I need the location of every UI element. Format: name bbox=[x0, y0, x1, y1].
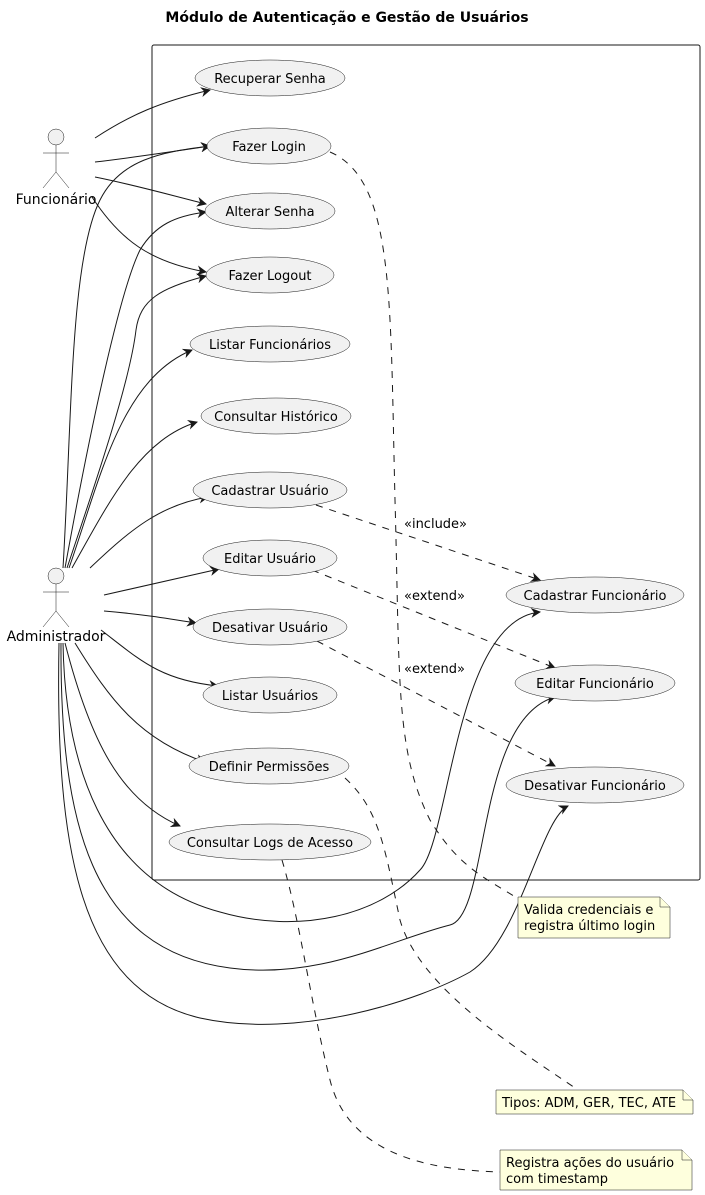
use-case-listar-funcionarios[interactable]: Listar Funcionários bbox=[189, 325, 351, 363]
note-link-logs bbox=[281, 859, 501, 1173]
note-link-permissoes bbox=[344, 777, 579, 1091]
use-case-desativar-funcionario[interactable]: Desativar Funcionário bbox=[505, 766, 685, 804]
use-case-label: Desativar Usuário bbox=[212, 621, 328, 636]
use-case-label: Listar Usuários bbox=[222, 689, 319, 704]
diagram-title: Módulo de Autenticação e Gestão de Usuár… bbox=[165, 10, 528, 26]
note-permissoes: Tipos: ADM, GER, TEC, ATE bbox=[495, 1089, 694, 1115]
note-login-line-1: Valida credenciais e bbox=[524, 903, 653, 918]
note-logs: Registra ações do usuário com timestamp bbox=[499, 1149, 693, 1191]
use-case-desativar-usuario[interactable]: Desativar Usuário bbox=[192, 608, 348, 646]
use-case-label: Cadastrar Usuário bbox=[211, 484, 328, 499]
extend-arrow-editar bbox=[311, 569, 556, 670]
include-label: «include» bbox=[404, 517, 467, 532]
use-case-consultar-historico[interactable]: Consultar Histórico bbox=[200, 397, 352, 435]
use-case-label: Editar Usuário bbox=[224, 552, 316, 567]
funcionario-associations bbox=[91, 87, 211, 276]
use-case-label: Fazer Login bbox=[232, 140, 306, 155]
use-case-fazer-logout[interactable]: Fazer Logout bbox=[205, 256, 335, 294]
use-case-label: Consultar Logs de Acesso bbox=[187, 836, 353, 851]
note-logs-line-2: com timestamp bbox=[506, 1172, 608, 1187]
extend-label-desativar: «extend» bbox=[404, 662, 465, 677]
note-logs-line-1: Registra ações do usuário bbox=[506, 1156, 674, 1171]
use-case-label: Definir Permissões bbox=[209, 760, 330, 775]
use-case-consultar-logs[interactable]: Consultar Logs de Acesso bbox=[168, 823, 372, 861]
use-case-recuperar-senha[interactable]: Recuperar Senha bbox=[194, 59, 346, 97]
use-case-label: Cadastrar Funcionário bbox=[524, 589, 667, 604]
use-case-editar-funcionario[interactable]: Editar Funcionário bbox=[514, 664, 676, 702]
note-link-login bbox=[329, 151, 521, 901]
use-case-label: Consultar Histórico bbox=[214, 410, 338, 425]
use-case-label: Recuperar Senha bbox=[214, 72, 326, 87]
note-permissoes-text: Tipos: ADM, GER, TEC, ATE bbox=[501, 1096, 676, 1111]
use-case-label: Fazer Logout bbox=[228, 269, 311, 284]
note-login-line-2: registra último login bbox=[524, 919, 655, 934]
use-case-listar-usuarios[interactable]: Listar Usuários bbox=[202, 676, 338, 714]
actor-funcionario[interactable]: Funcionário bbox=[16, 128, 97, 208]
include-arrow bbox=[315, 504, 541, 582]
use-case-definir-permissoes[interactable]: Definir Permissões bbox=[188, 747, 350, 785]
actor-administrador-label: Administrador bbox=[7, 629, 106, 645]
use-case-editar-usuario[interactable]: Editar Usuário bbox=[202, 539, 338, 577]
use-case-label: Alterar Senha bbox=[225, 205, 314, 220]
extend-label-editar: «extend» bbox=[404, 589, 465, 604]
use-case-alterar-senha[interactable]: Alterar Senha bbox=[204, 192, 336, 230]
actor-administrador[interactable]: Administrador bbox=[7, 567, 106, 645]
use-case-fazer-login[interactable]: Fazer Login bbox=[206, 127, 332, 165]
extend-arrow-desativar bbox=[316, 640, 556, 767]
system-boundary bbox=[151, 44, 701, 881]
use-case-cadastrar-funcionario[interactable]: Cadastrar Funcionário bbox=[505, 576, 685, 614]
use-case-cadastrar-usuario[interactable]: Cadastrar Usuário bbox=[192, 471, 348, 509]
actor-funcionario-label: Funcionário bbox=[16, 192, 97, 208]
actor-head bbox=[47, 567, 65, 585]
use-case-label: Editar Funcionário bbox=[536, 677, 654, 692]
use-case-label: Desativar Funcionário bbox=[524, 779, 666, 794]
actor-head bbox=[47, 128, 65, 146]
use-case-label: Listar Funcionários bbox=[209, 338, 331, 353]
note-login: Valida credenciais e registra último log… bbox=[517, 896, 671, 939]
